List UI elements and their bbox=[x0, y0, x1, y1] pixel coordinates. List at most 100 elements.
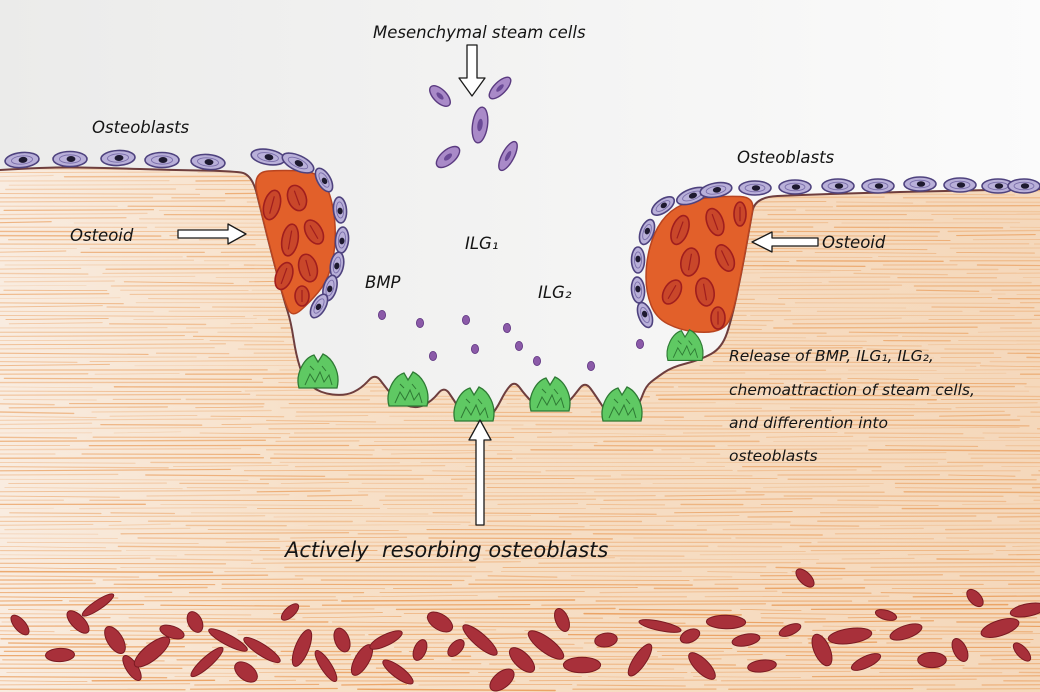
bone-fiber-stroke bbox=[0, 515, 266, 518]
bone-fiber-stroke bbox=[9, 512, 102, 515]
red-blood-cell bbox=[333, 627, 351, 653]
bone-fiber-stroke bbox=[0, 688, 186, 691]
bone-fiber-stroke bbox=[956, 638, 1034, 640]
bone-fiber-stroke bbox=[944, 528, 1040, 531]
bone-fiber-stroke bbox=[803, 382, 1027, 385]
bone-fiber-stroke bbox=[275, 440, 360, 442]
embedded-cell-core bbox=[269, 196, 275, 214]
bone-fiber-stroke bbox=[173, 464, 289, 468]
bone-fiber-stroke bbox=[760, 503, 939, 506]
bone-fiber-stroke bbox=[541, 603, 767, 606]
red-blood-cell bbox=[594, 632, 618, 648]
bone-fiber-stroke bbox=[0, 343, 226, 346]
bone-fiber-stroke bbox=[775, 566, 846, 570]
osteoid-left-arrow bbox=[177, 223, 247, 245]
bone-fiber-stroke bbox=[955, 406, 1040, 409]
osteoblast-cytoplasm bbox=[151, 155, 173, 165]
bone-fiber-stroke bbox=[109, 414, 198, 417]
embedded-cell-core bbox=[667, 284, 677, 300]
bone-fiber-stroke bbox=[0, 586, 208, 590]
bone-fiber-stroke bbox=[256, 638, 445, 640]
osteoblast-cytoplasm bbox=[11, 155, 33, 165]
bone-fiber-stroke bbox=[704, 595, 890, 598]
osteoblast-nucleus bbox=[712, 186, 722, 193]
bone-fiber-stroke bbox=[0, 466, 169, 469]
embedded-cell-core bbox=[309, 224, 319, 240]
osteoblast-nucleus bbox=[688, 192, 697, 199]
bone-fiber-stroke bbox=[0, 557, 151, 560]
bone-fiber-stroke bbox=[190, 512, 429, 515]
bone-fiber-stroke bbox=[288, 403, 484, 405]
bone-fiber-stroke bbox=[321, 604, 531, 606]
osteoblast-cytoplasm bbox=[337, 231, 347, 249]
red-blood-cell bbox=[795, 568, 815, 588]
bone-fiber-stroke bbox=[0, 259, 195, 262]
osteoblast-cell bbox=[309, 293, 329, 319]
bone-fiber-stroke bbox=[352, 554, 416, 557]
bone-fiber-stroke bbox=[228, 679, 297, 682]
osteoblast-nucleus bbox=[321, 177, 328, 185]
bone-fiber-stroke bbox=[928, 318, 1040, 320]
bone-fiber-stroke bbox=[836, 204, 1040, 207]
bone-fiber-stroke bbox=[502, 566, 767, 568]
bone-fiber-stroke bbox=[487, 575, 558, 578]
bone-fiber-stroke bbox=[0, 562, 227, 565]
red-blood-cell bbox=[412, 639, 428, 661]
red-blood-cell bbox=[874, 609, 898, 621]
bone-fiber-stroke bbox=[735, 403, 915, 406]
signal-molecule-dot bbox=[415, 317, 424, 328]
signal-molecule-dot bbox=[461, 314, 470, 325]
bone-fiber-stroke bbox=[0, 234, 162, 237]
bone-fiber-stroke bbox=[760, 613, 880, 615]
bone-fiber-stroke bbox=[160, 604, 311, 607]
osteoblast-nucleus bbox=[1020, 183, 1030, 189]
osteoblast-cell bbox=[650, 196, 676, 216]
signal-molecule-dot bbox=[502, 322, 511, 333]
osteoblast-cell bbox=[52, 150, 88, 168]
bone-fiber-stroke bbox=[880, 592, 953, 595]
bone-fiber-stroke bbox=[474, 579, 690, 582]
bone-fiber-stroke bbox=[273, 453, 373, 456]
mesenchymal-stem-cell bbox=[471, 106, 489, 144]
bone-fiber-stroke bbox=[0, 596, 119, 599]
embedded-cell-core bbox=[280, 267, 288, 285]
bone-fiber-stroke bbox=[865, 193, 1015, 196]
bone-fiber-stroke bbox=[878, 256, 1040, 258]
bone-fiber-stroke bbox=[210, 415, 285, 418]
bone-fiber-stroke bbox=[108, 523, 171, 526]
bone-fiber-stroke bbox=[655, 393, 753, 396]
osteoid-embedded-cell bbox=[262, 189, 282, 221]
bone-fiber-stroke bbox=[373, 441, 598, 443]
osteoblast-cytoplasm bbox=[655, 200, 671, 212]
bone-fiber-stroke bbox=[352, 595, 478, 598]
red-blood-cell bbox=[508, 647, 536, 673]
bone-fiber-stroke bbox=[79, 506, 247, 510]
bone-fiber-stroke bbox=[1008, 554, 1040, 556]
red-blood-cell bbox=[104, 625, 126, 655]
bone-fiber-stroke bbox=[0, 456, 265, 459]
bone-fiber-stroke bbox=[295, 415, 369, 417]
osteoblast-cytoplasm bbox=[197, 157, 219, 167]
bone-fiber-stroke bbox=[0, 386, 93, 389]
osteoblast-cytoplasm bbox=[257, 152, 279, 162]
red-blood-cell bbox=[382, 659, 414, 685]
embedded-cell-core bbox=[293, 190, 301, 206]
bone-fiber-stroke bbox=[1018, 671, 1040, 674]
bone-fiber-stroke bbox=[4, 487, 183, 490]
bone-fiber-stroke bbox=[976, 264, 1040, 267]
bone-fiber-stroke bbox=[696, 523, 773, 526]
bone-fiber-stroke bbox=[0, 403, 55, 406]
red-blood-cell bbox=[917, 651, 947, 669]
bone-fiber-stroke bbox=[586, 503, 666, 506]
bone-fiber-stroke bbox=[408, 651, 646, 653]
bone-fiber-stroke bbox=[0, 582, 96, 585]
osteoblast-cell bbox=[329, 251, 345, 279]
bone-fiber-stroke bbox=[879, 524, 1040, 526]
red-blood-cell bbox=[638, 619, 682, 633]
bone-fiber-stroke bbox=[956, 234, 1036, 237]
bone-fiber-stroke bbox=[773, 326, 978, 329]
osteoid-right-arrow bbox=[751, 231, 819, 253]
bone-fiber-stroke bbox=[978, 663, 1040, 665]
bone-fiber-stroke bbox=[946, 537, 1040, 540]
